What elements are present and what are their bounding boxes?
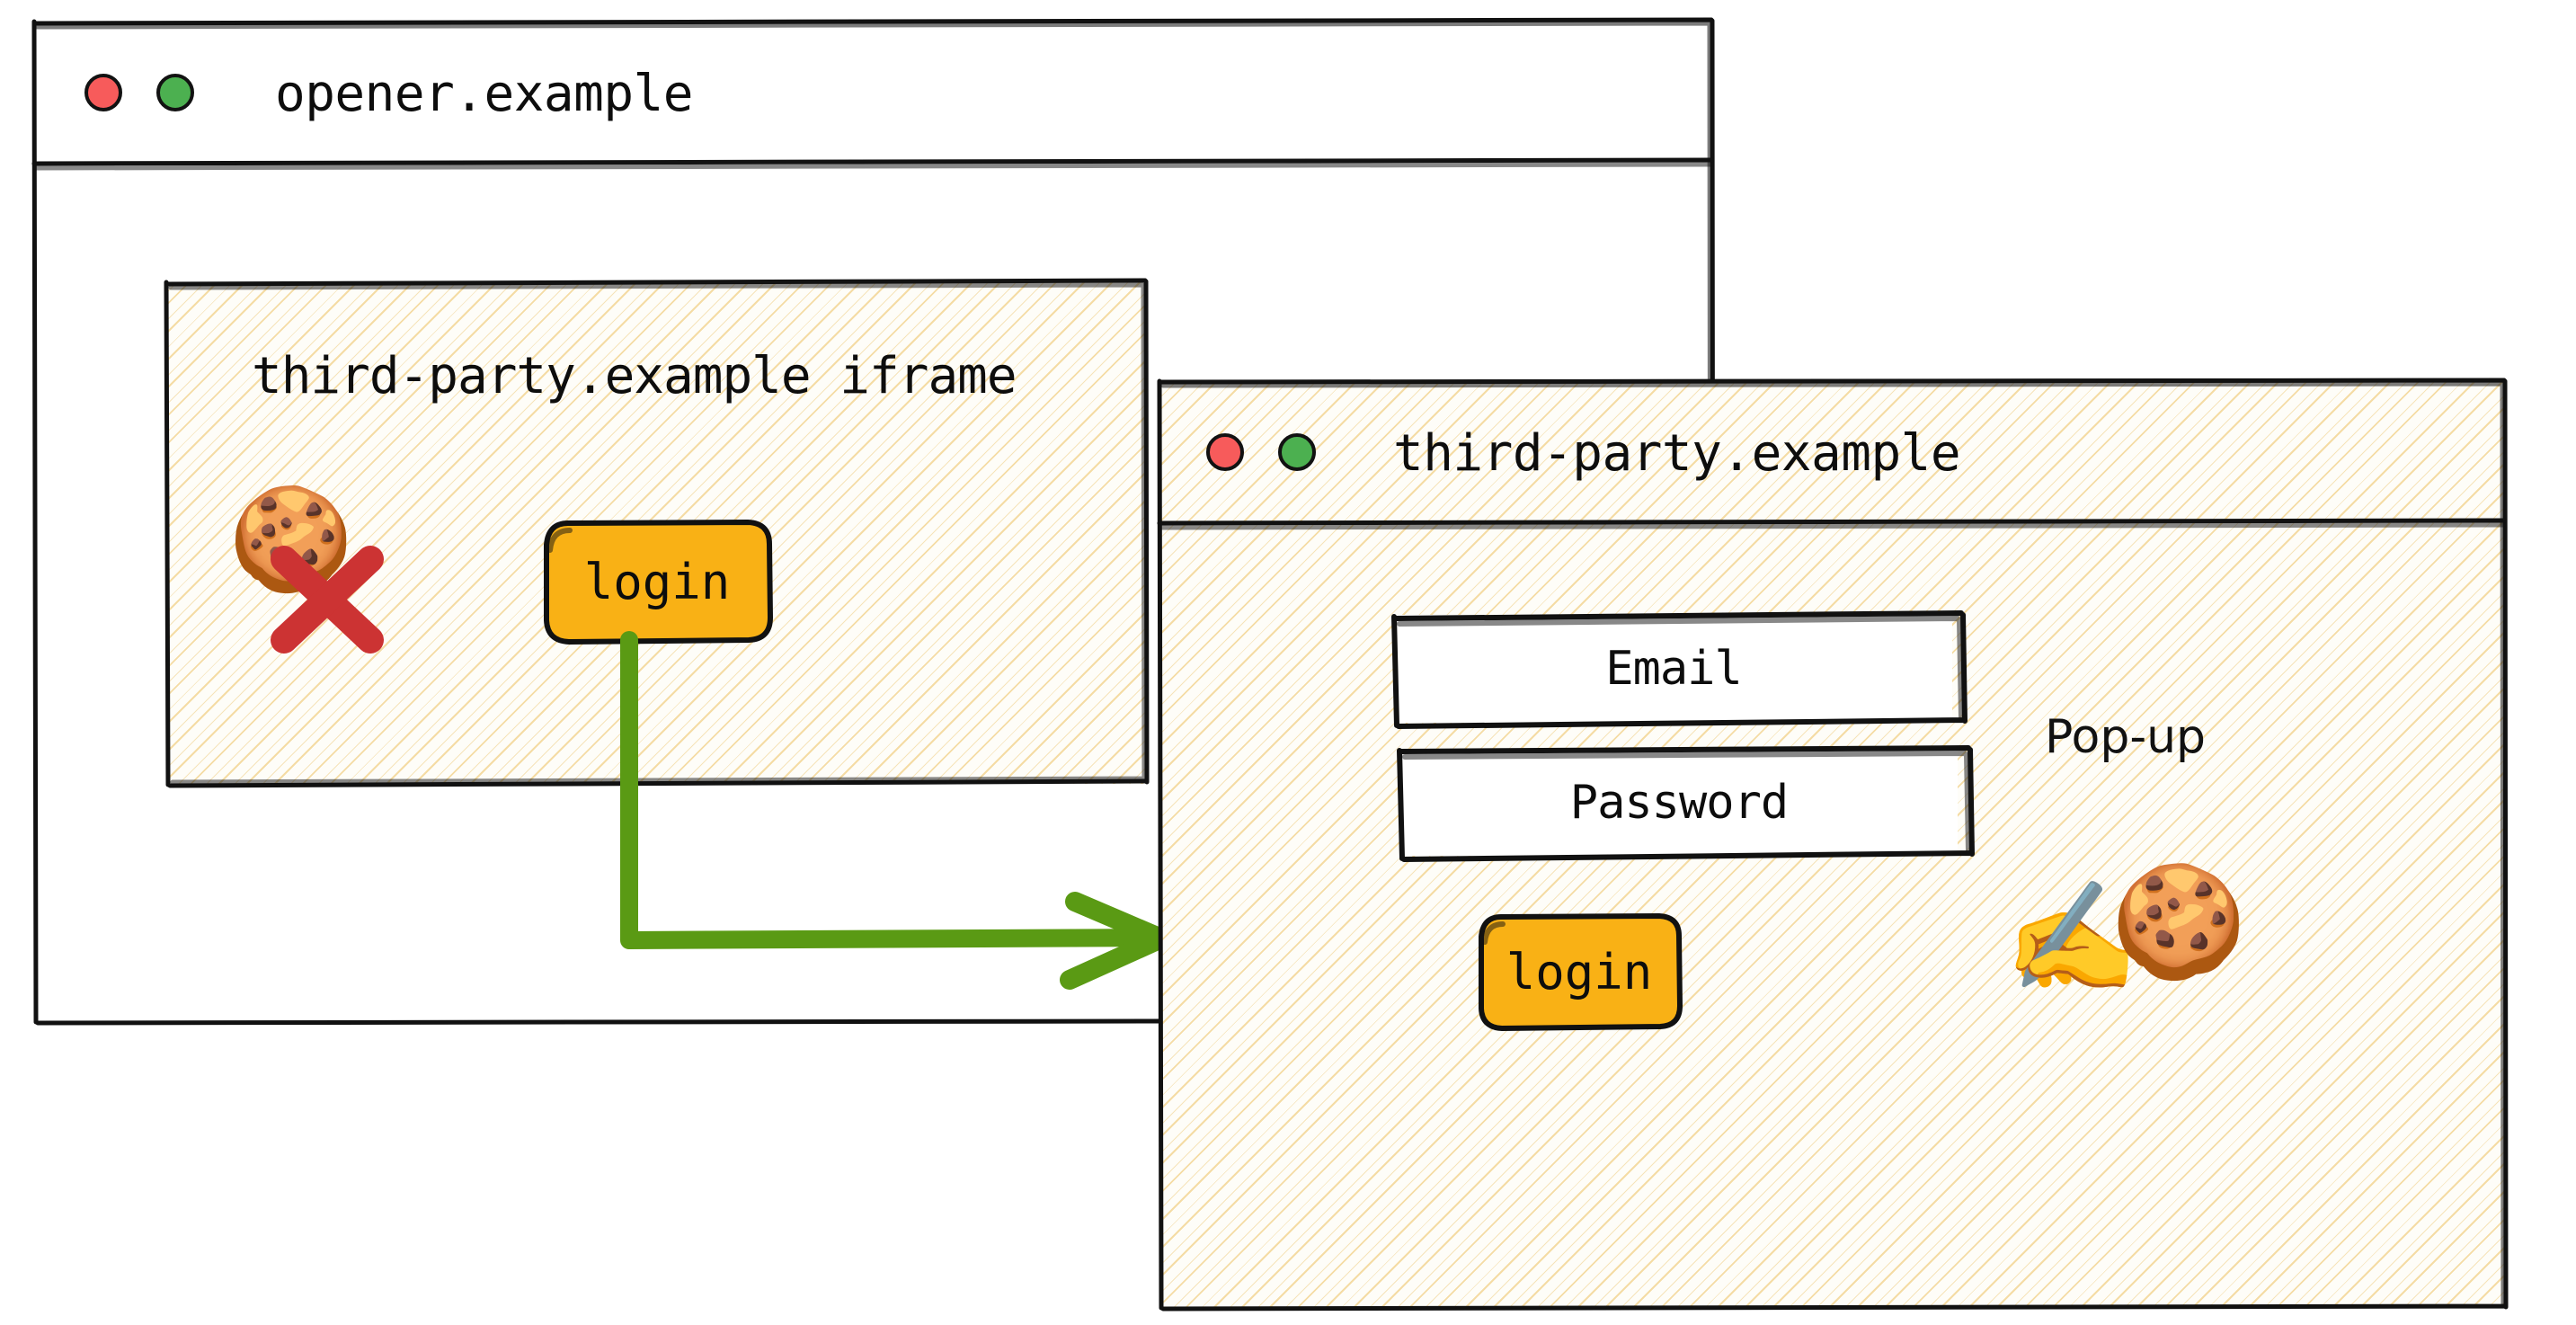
opener-window-titlebar: opener.example [34, 22, 1713, 164]
cross-mark-icon [271, 546, 384, 654]
popup-cookie-icon: 🍪 [2110, 858, 2247, 985]
maximize-green-icon[interactable] [156, 74, 194, 111]
iframe-label: third-party.example iframe [252, 347, 1017, 405]
popup-annotation-label: Pop-up [2045, 710, 2207, 764]
password-field-label: Password [1569, 776, 1789, 830]
email-field-label: Email [1605, 642, 1743, 696]
popup-browser-window: third-party.example Email Password [1157, 378, 2509, 1312]
email-field[interactable]: Email [1391, 610, 1968, 729]
popup-login-button[interactable]: login [1479, 913, 1683, 1031]
blocked-cookie-group: 🍪 [228, 489, 426, 660]
iframe-login-button-label: login [583, 553, 731, 610]
password-field[interactable]: Password [1397, 745, 1975, 862]
popup-window-title: third-party.example [1393, 424, 1961, 483]
third-party-iframe: third-party.example iframe 🍪 login [164, 278, 1150, 788]
writing-hand-icon: ✍️ [2004, 876, 2139, 1000]
popup-close-red-icon[interactable] [1206, 433, 1244, 471]
opener-window-title: opener.example [275, 65, 694, 123]
popup-login-button-label: login [1506, 943, 1653, 1000]
close-red-icon[interactable] [84, 74, 122, 111]
popup-maximize-green-icon[interactable] [1278, 433, 1316, 471]
popup-window-titlebar: third-party.example [1159, 381, 2506, 523]
iframe-login-button[interactable]: login [544, 520, 773, 645]
